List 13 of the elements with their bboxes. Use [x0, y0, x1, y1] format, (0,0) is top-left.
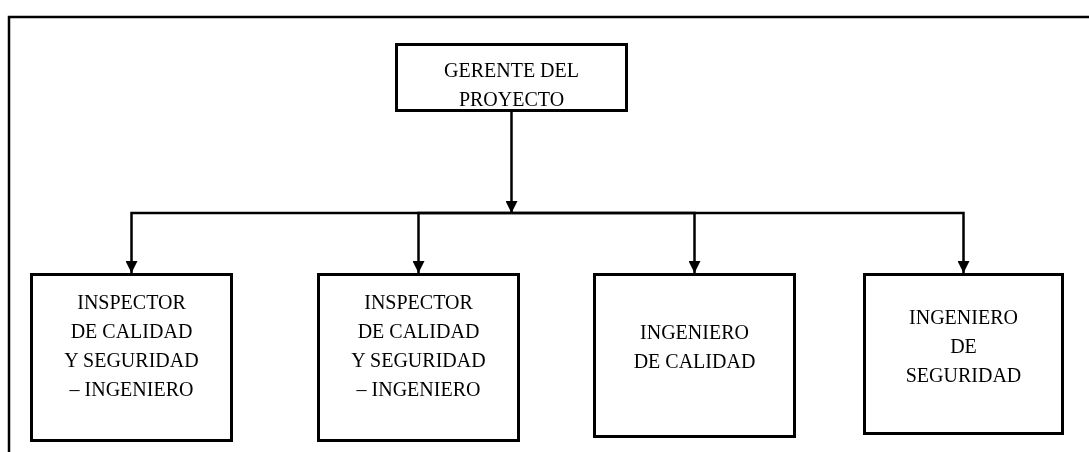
- org-box: [317, 273, 520, 442]
- arrow: [412, 211, 512, 273]
- org-box: [593, 273, 796, 438]
- org-box: [30, 273, 233, 442]
- role-title: INSPECTOR DE CALIDAD Y SEGURIDAD – INGENIERO: [350, 290, 487, 402]
- arrow: [511, 211, 970, 273]
- role-title: INSPECTOR DE CALIDAD Y SEGURIDAD – INGENIERO: [63, 290, 200, 402]
- role-title: INGENIERO DE CALIDAD: [632, 320, 757, 374]
- role-title: GERENTE DEL PROYECTO: [443, 58, 580, 112]
- role-title: INGENIERO DE SEGURIDAD: [904, 305, 1023, 388]
- org-box: [863, 273, 1064, 435]
- arrow: [505, 112, 518, 213]
- org-box: [395, 43, 628, 112]
